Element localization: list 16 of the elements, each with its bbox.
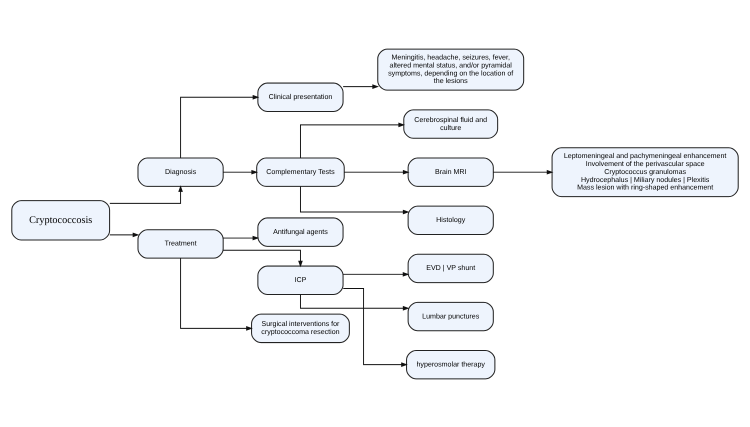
arrow <box>300 294 410 310</box>
arrow <box>109 232 140 237</box>
arrow <box>109 184 183 204</box>
arrow <box>300 186 410 214</box>
node-box: Cryptococcosis <box>11 200 110 240</box>
arrow <box>344 169 410 174</box>
arrow <box>300 122 406 158</box>
arrow <box>222 169 258 174</box>
arrow <box>342 288 408 366</box>
arrow <box>492 169 554 174</box>
arrow <box>222 249 303 267</box>
arrow <box>180 257 253 330</box>
arrow <box>342 272 410 276</box>
arrow <box>180 94 260 158</box>
arrow <box>342 84 379 88</box>
arrow <box>222 235 260 240</box>
